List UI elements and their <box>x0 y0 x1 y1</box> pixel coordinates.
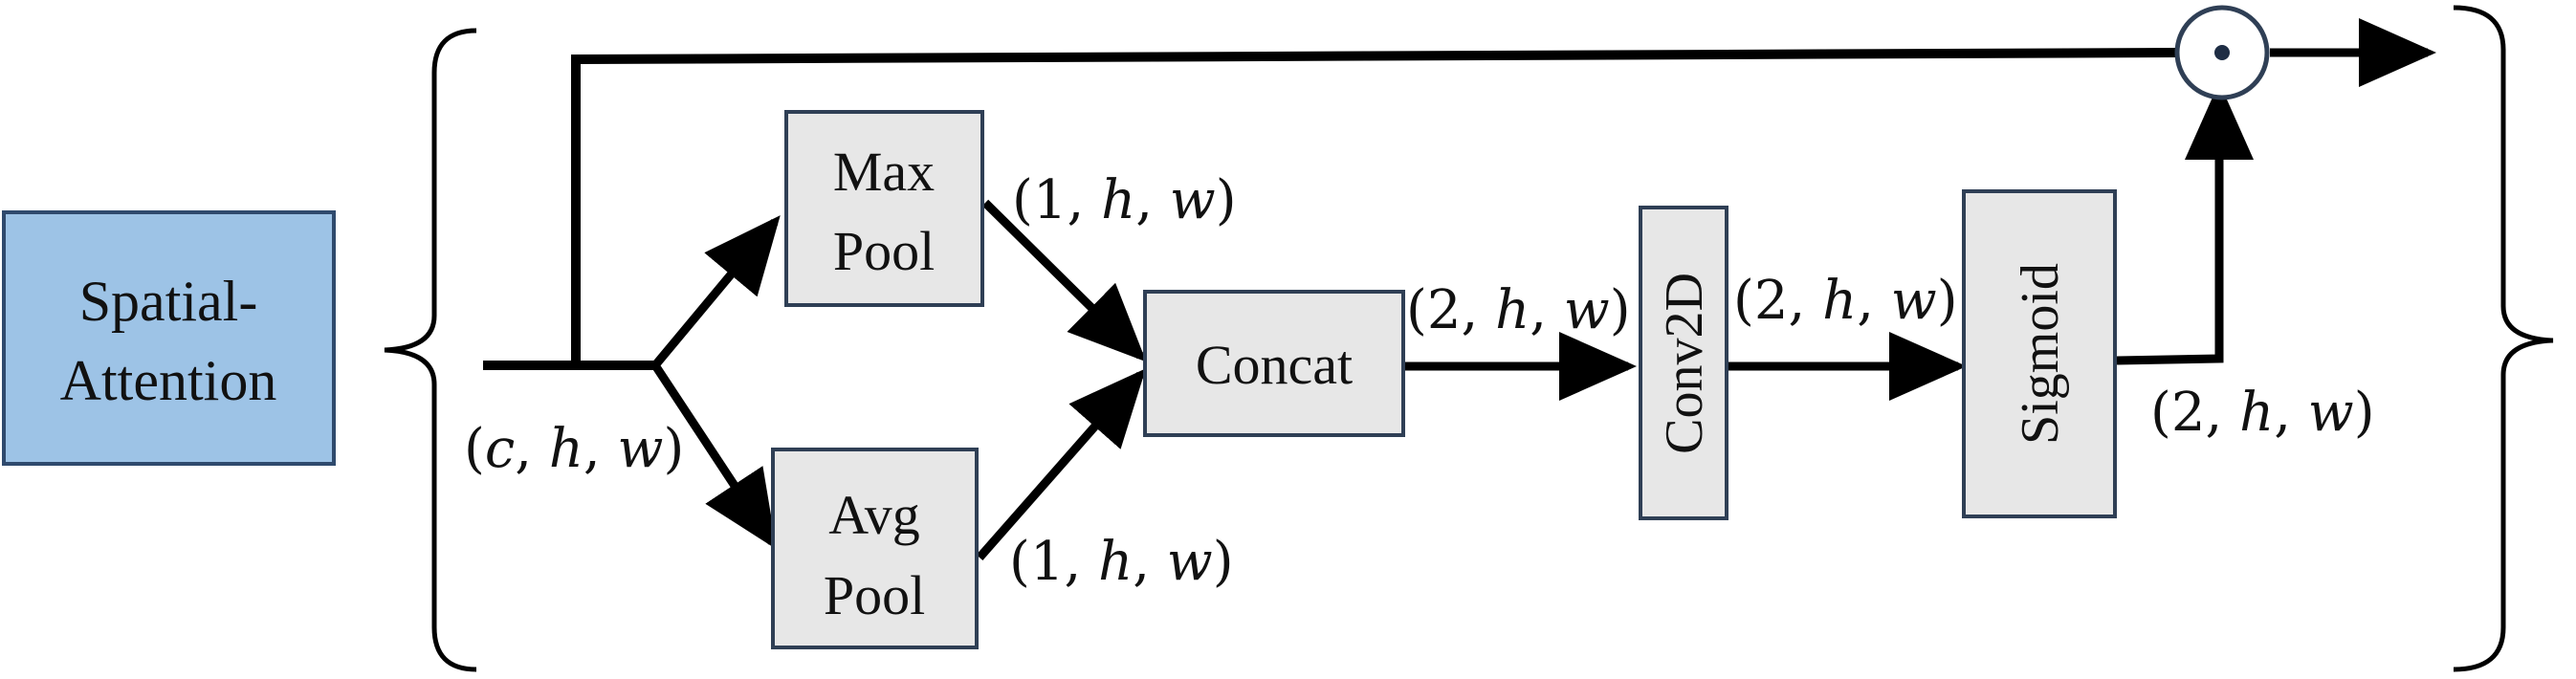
connections <box>483 18 2436 560</box>
spatial-attention-module: Spatial- Attention <box>2 210 336 466</box>
shape-label-avg-pool-out: (1, h, w) <box>1009 531 1234 593</box>
multiply-node <box>2174 5 2270 100</box>
arrow-max-pool-to-concat <box>981 199 1147 362</box>
shape-label-conv2d-out: (2, h, w) <box>1733 270 1958 332</box>
shape-label-concat-out: (2, h, w) <box>1406 279 1631 341</box>
multiply-dot-icon <box>2214 45 2230 60</box>
module-label-line1: Spatial- <box>79 270 258 333</box>
max-pool-label-line1: Max <box>833 141 935 203</box>
concat-node: Concat <box>1143 290 1405 437</box>
right-brace <box>2453 5 2554 672</box>
concat-label: Concat <box>1196 334 1353 396</box>
shape-label-max-pool-out: (1, h, w) <box>1012 169 1237 231</box>
shape-label-sigmoid-out: (2, h, w) <box>2150 382 2375 444</box>
sigmoid-label: Sigmoid <box>2011 263 2070 445</box>
skip-connection-line <box>571 48 2177 365</box>
module-label-line2: Attention <box>60 349 277 412</box>
left-brace <box>384 28 477 672</box>
arrow-to-avg-pool <box>651 362 777 550</box>
conv2d-label: Conv2D <box>1655 273 1714 454</box>
avg-pool-label-line1: Avg <box>828 484 920 546</box>
avg-pool-label-line2: Pool <box>824 564 925 626</box>
sigmoid-to-multiply-line <box>2116 82 2254 365</box>
conv2d-node: Conv2D <box>1639 206 1728 520</box>
avg-pool-node: Avg Pool <box>771 448 979 649</box>
max-pool-node: Max Pool <box>784 110 984 307</box>
shape-label-input: (c, h, w) <box>464 418 684 480</box>
arrow-avg-pool-to-concat <box>976 368 1146 560</box>
arrow-to-max-pool <box>651 215 781 368</box>
max-pool-label-line2: Pool <box>833 220 935 282</box>
sigmoid-node: Sigmoid <box>1962 189 2117 518</box>
